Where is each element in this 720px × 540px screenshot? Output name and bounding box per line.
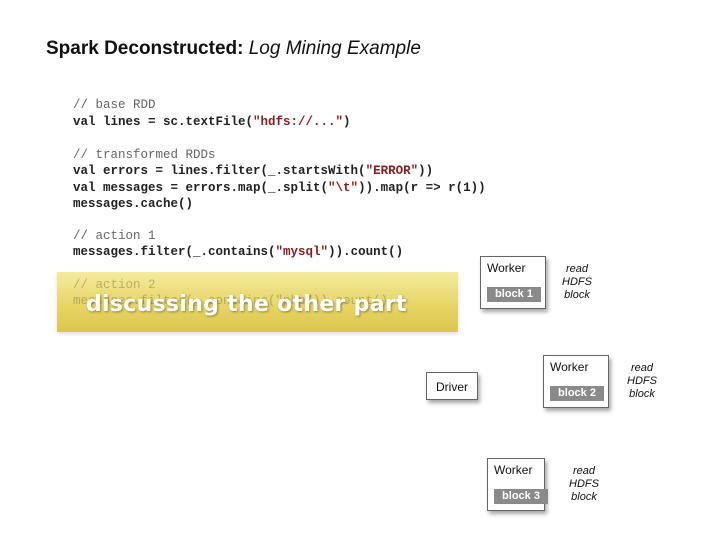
worker-note-1: read HDFS block: [562, 263, 592, 301]
driver-box: Driver: [426, 372, 478, 400]
code-line-lines: val lines = sc.textFile("hdfs://..."): [73, 115, 351, 129]
title-italic: Log Mining Example: [248, 38, 421, 59]
code-comment-base-rdd: // base RDD: [73, 98, 156, 112]
block-label: block 3: [494, 489, 548, 504]
code-line-cache: messages.cache(): [73, 197, 194, 211]
worker-box-3: Worker block 3: [487, 458, 548, 511]
worker-box-1: Worker block 1: [480, 256, 546, 309]
worker-note-2: read HDFS block: [627, 362, 657, 400]
worker-note-3: read HDFS block: [569, 465, 599, 503]
worker-label: Worker: [550, 360, 589, 374]
highlight-overlay: [57, 272, 458, 332]
block-label: block 2: [550, 386, 604, 401]
slide-title: Spark Deconstructed: Log Mining Example: [46, 38, 421, 60]
worker-box-2: Worker block 2: [543, 355, 609, 408]
code-line-action2: messages.filter(_.contains("php")).count…: [73, 294, 389, 308]
worker-label: Worker: [487, 261, 526, 275]
block-label: block 1: [487, 287, 541, 302]
code-line-action1: messages.filter(_.contains("mysql")).cou…: [73, 245, 404, 259]
code-comment-action2: // action 2: [73, 278, 156, 292]
worker-label: Worker: [494, 463, 533, 477]
title-bold: Spark Deconstructed:: [46, 38, 244, 59]
code-line-messages: val messages = errors.map(_.split("\t"))…: [73, 181, 486, 195]
driver-label: Driver: [436, 380, 468, 394]
code-line-errors: val errors = lines.filter(_.startsWith("…: [73, 164, 434, 178]
code-comment-transformed: // transformed RDDs: [73, 148, 216, 162]
code-comment-action1: // action 1: [73, 229, 156, 243]
overlay-caption: discussing the other part: [86, 292, 407, 317]
